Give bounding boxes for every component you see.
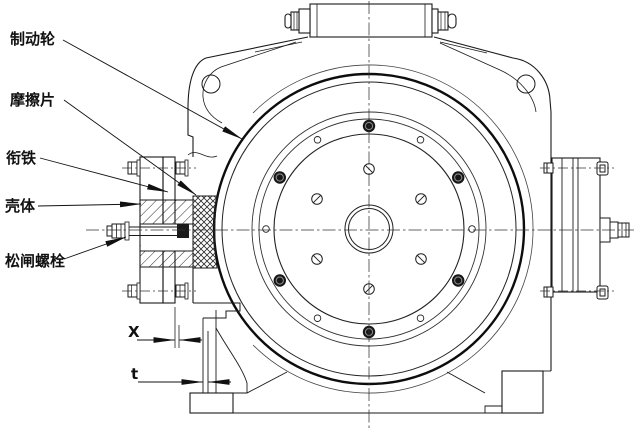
rim-holes	[262, 136, 476, 322]
screw-icon	[311, 193, 323, 205]
dimension-x: X	[128, 307, 202, 348]
right-diagonal-cut	[446, 371, 486, 394]
mount-hole-right	[516, 74, 536, 94]
screw-icon	[415, 253, 427, 265]
left-foot	[189, 392, 234, 414]
label-friction-plate: 摩擦片	[10, 91, 55, 109]
part-labels: 制动轮 摩擦片 衔铁 壳体 松闸螺栓	[4, 30, 243, 270]
mount-hole-left	[201, 74, 221, 94]
cable-gland-right	[431, 8, 457, 34]
label-release-bolt: 松闸螺栓	[5, 252, 65, 270]
right-foot	[501, 370, 544, 414]
dim-label-x: X	[128, 323, 140, 341]
label-housing: 壳体	[4, 197, 36, 215]
release-bolt	[106, 221, 189, 241]
hex-bolt-icon	[452, 274, 465, 287]
support-column	[202, 310, 217, 393]
machine-body	[187, 36, 552, 393]
hex-bolt-icon	[273, 274, 286, 287]
leader-release-bolt	[63, 236, 127, 260]
dimension-t: t	[131, 365, 231, 385]
brake-wheel	[212, 64, 534, 394]
dim-label-t: t	[131, 365, 138, 383]
right-housing	[540, 157, 630, 300]
cable-gland-left	[284, 8, 311, 34]
hex-bolt-icon	[452, 171, 465, 184]
body-opening-arc	[252, 64, 534, 394]
centerlines	[86, 1, 634, 428]
disc-screws	[311, 163, 427, 295]
label-brake-wheel: 制动轮	[10, 30, 55, 48]
friction-pad	[192, 195, 218, 269]
screw-icon	[415, 193, 427, 205]
terminal-box	[284, 3, 457, 38]
leader-housing	[37, 201, 142, 208]
leader-friction-plate	[63, 99, 197, 196]
label-armature: 衔铁	[6, 149, 36, 167]
bolt-nut	[177, 224, 189, 238]
hex-bolt-icon	[273, 171, 286, 184]
housing-bolt-icon	[543, 161, 609, 300]
left-diagonal-cut	[233, 371, 288, 394]
screw-icon	[311, 253, 323, 265]
leader-brake-wheel	[62, 39, 243, 140]
rim-hex-bolts	[273, 119, 465, 339]
brake-bracket	[193, 302, 241, 319]
leader-armature	[39, 157, 169, 193]
base-feet	[189, 370, 551, 414]
